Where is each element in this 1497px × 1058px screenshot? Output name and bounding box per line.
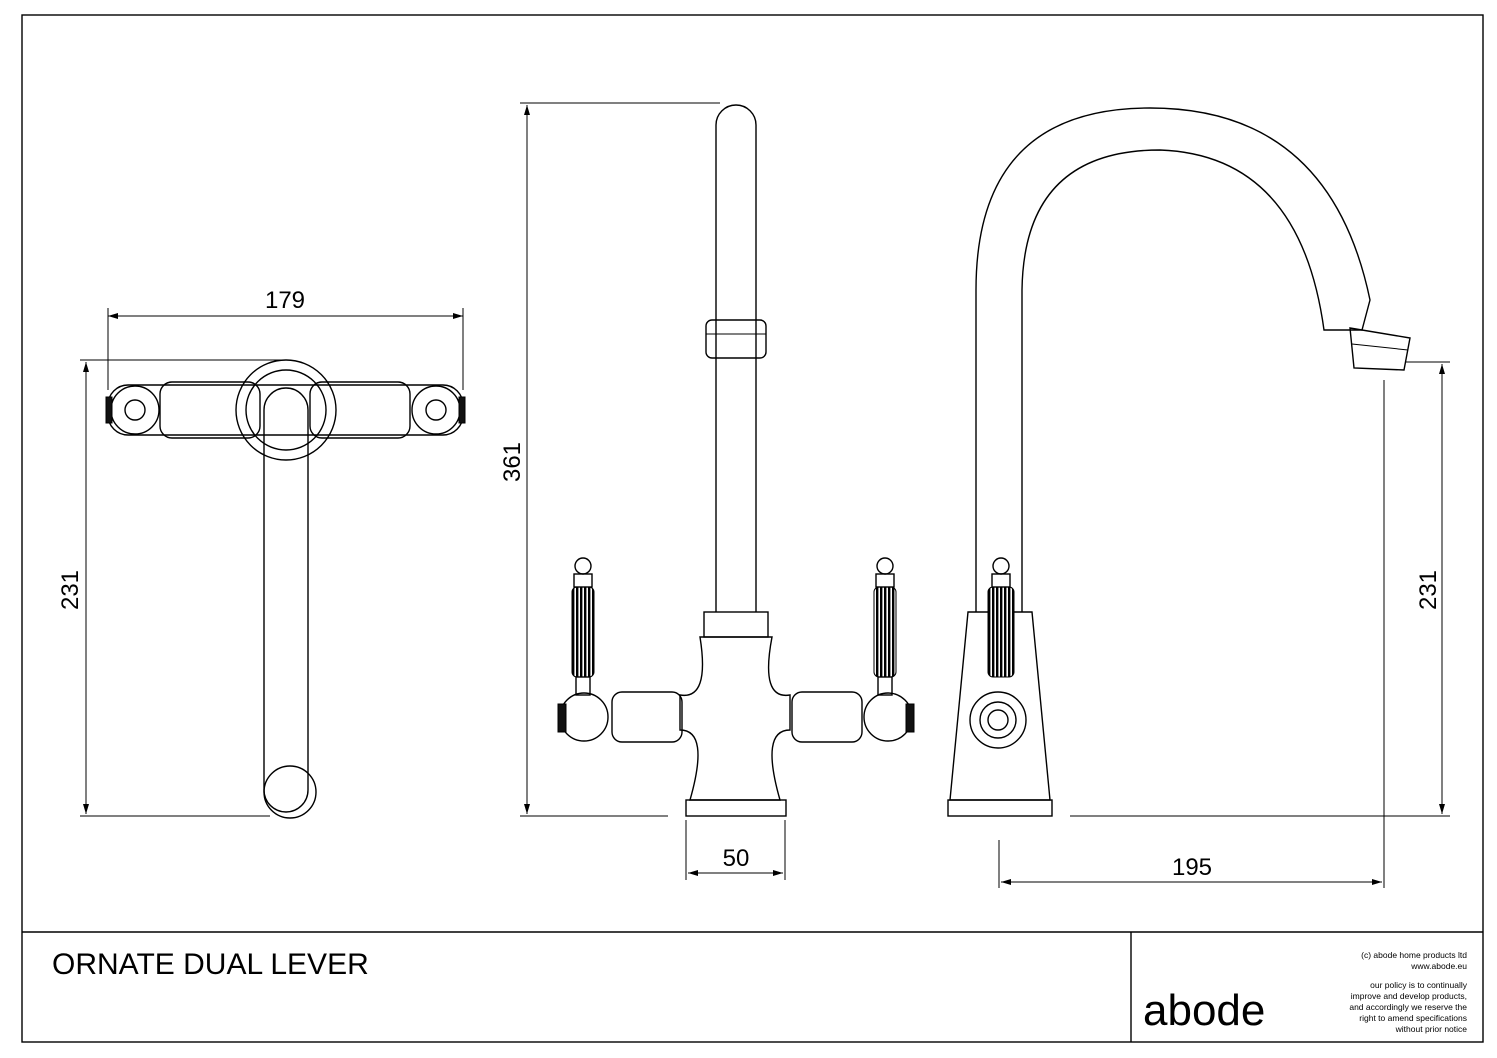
product-title: ORNATE DUAL LEVER [52, 948, 369, 981]
policy-line: our policy is to continually [1370, 980, 1468, 990]
front-view: 361 50 [499, 102, 915, 880]
policy-line: right to amend specifications [1359, 1013, 1467, 1023]
dimension-label-top-depth: 231 [57, 570, 84, 610]
dimension-label-height: 361 [499, 442, 526, 482]
policy-line: improve and develop products, [1351, 991, 1467, 1001]
drawing-frame [21, 14, 1484, 1043]
policy-line: without prior notice [1395, 1024, 1468, 1034]
dimension-label-base: 50 [723, 845, 750, 872]
website-text: www.abode.eu [1410, 961, 1467, 971]
dimension-label-top-width: 179 [265, 287, 305, 314]
dimension-label-reach: 195 [1172, 854, 1212, 881]
dimension-label-spout-height: 231 [1415, 570, 1442, 610]
top-view: 179 231 [57, 287, 466, 819]
side-view: 231 195 [947, 107, 1450, 888]
copyright-text: (c) abode home products ltd [1361, 950, 1467, 960]
abode-logo: abode [1143, 986, 1265, 1035]
policy-line: and accordingly we reserve the [1349, 1002, 1467, 1012]
